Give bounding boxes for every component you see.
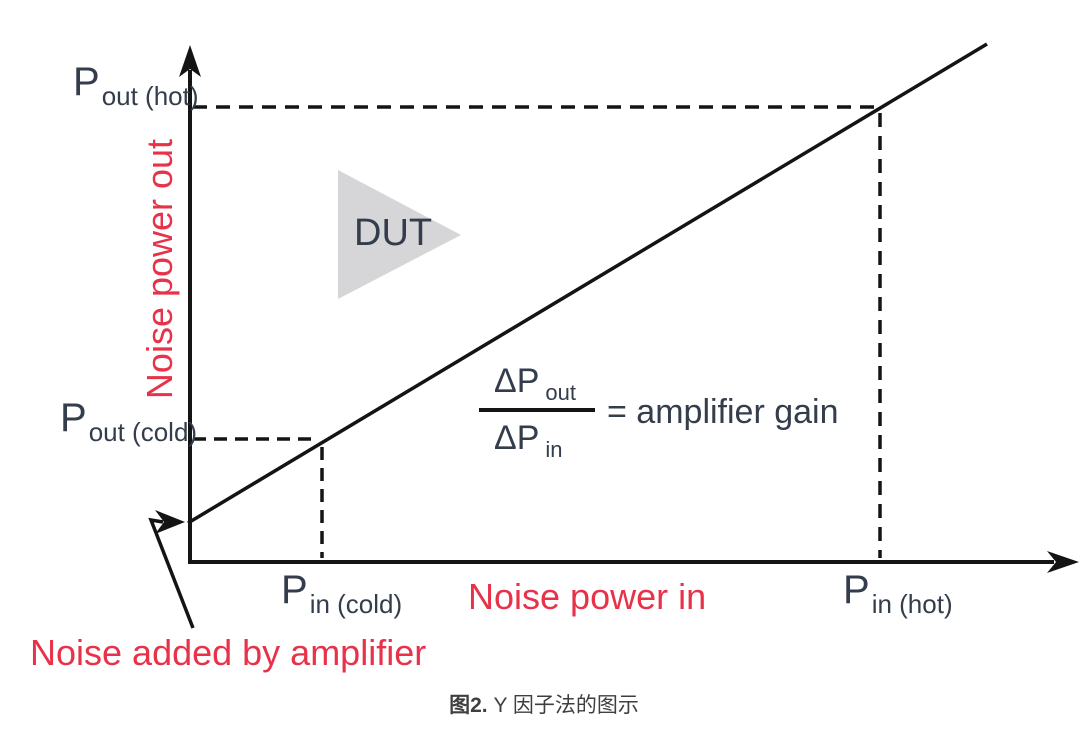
- label-pout-cold-main: P: [60, 396, 87, 440]
- noise-added-arrow: [148, 517, 195, 629]
- label-pout-cold: Pout (cold): [60, 396, 197, 447]
- formula-denominator-sub: in: [545, 437, 563, 462]
- noise-added-label: Noise added by amplifier: [30, 632, 427, 673]
- label-pin-hot-sub: in (hot): [871, 589, 953, 619]
- label-pout-hot-main: P: [73, 60, 100, 104]
- formula-numerator-sub: out: [545, 380, 576, 405]
- label-pout-hot-sub: out (hot): [101, 81, 199, 111]
- formula-denominator-main: ΔP: [494, 419, 540, 457]
- dut-triangle: [338, 170, 461, 299]
- figure-caption: 图2. Y 因子法的图示: [0, 689, 1088, 719]
- x-axis-arrowhead-icon: [1047, 551, 1079, 573]
- label-pout-cold-sub: out (cold): [88, 417, 198, 447]
- label-pin-cold: Pin (cold): [281, 568, 402, 619]
- label-pout-hot: Pout (hot): [73, 60, 199, 111]
- figure-caption-text: Y 因子法的图示: [487, 694, 639, 717]
- label-pin-hot: Pin (hot): [843, 568, 953, 619]
- dut-label: DUT: [354, 212, 433, 254]
- noise-added-arrowhead-icon: [155, 510, 185, 534]
- formula-fraction-bar: [479, 408, 595, 412]
- x-axis-title: Noise power in: [468, 576, 707, 617]
- formula-result: = amplifier gain: [607, 393, 839, 431]
- gain-line: [187, 42, 988, 525]
- figure-caption-number: 图2.: [449, 694, 488, 717]
- label-pin-cold-main: P: [281, 568, 308, 612]
- formula-numerator-main: ΔP: [494, 362, 540, 400]
- label-pin-cold-sub: in (cold): [309, 589, 403, 619]
- y-axis-title: Noise power out: [139, 138, 180, 400]
- label-pin-hot-main: P: [843, 568, 870, 612]
- y-axis-arrowhead-icon: [179, 45, 201, 77]
